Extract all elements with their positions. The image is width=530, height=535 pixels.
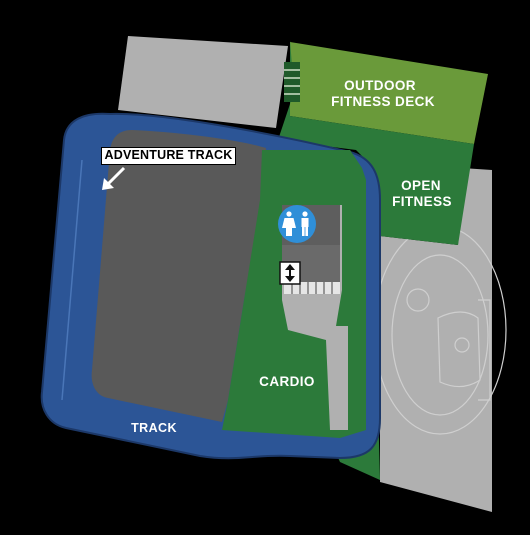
arrow-down-left-icon (102, 166, 126, 190)
elevator-icon (279, 261, 301, 285)
open-fitness-label-line1: OPEN (401, 178, 441, 193)
adventure-track-callout: ADVENTURE TRACK (101, 147, 236, 165)
outdoor-deck-label-line2: FITNESS DECK (331, 94, 435, 109)
track-lane-inner (61, 159, 83, 401)
outdoor-deck-label-line1: OUTDOOR (344, 78, 416, 93)
track-label: TRACK (131, 421, 177, 435)
infield (91, 130, 266, 422)
cardio-label: CARDIO (259, 374, 315, 389)
stairs-icon (284, 282, 340, 294)
open-fitness-label-line2: FITNESS (392, 194, 452, 209)
stairs-icon (284, 62, 300, 102)
parking-lot-north (118, 36, 288, 128)
restroom-icon (278, 205, 316, 243)
outdoor-fitness-deck (290, 42, 488, 144)
plaza-east (380, 168, 492, 512)
fitness-green-area (278, 40, 474, 245)
